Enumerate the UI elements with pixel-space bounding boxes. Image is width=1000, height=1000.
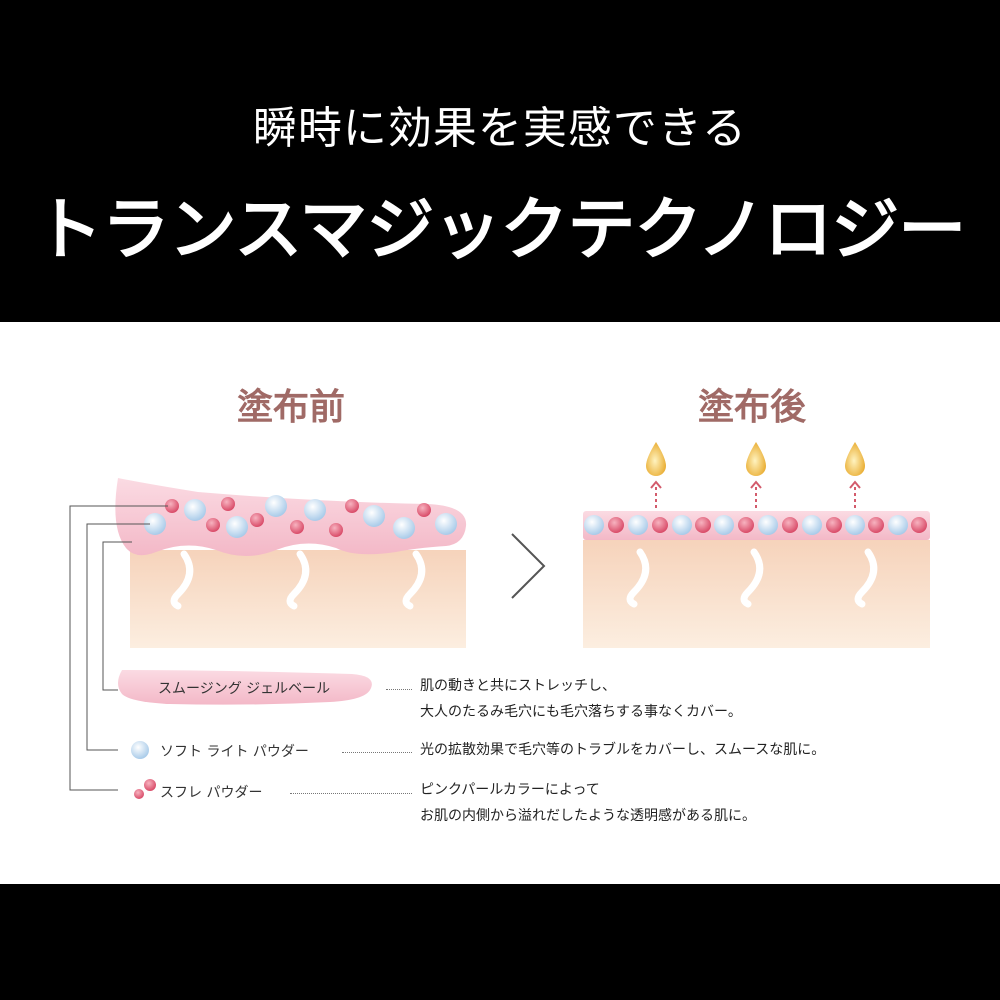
legend-name-gel-veil: スムージング ジェルベール xyxy=(158,681,331,697)
title: トランスマジックテクノロジー xyxy=(34,191,967,270)
legend-desc-souffle-2: お肌の内側から溢れだしたような透明感がある肌に。 xyxy=(420,808,756,824)
dotted-up-arrow-icon xyxy=(650,480,861,508)
arrow-right-icon xyxy=(511,533,546,599)
after-label: 塗布後 xyxy=(698,387,807,428)
before-label: 塗布前 xyxy=(237,387,346,428)
before-skin xyxy=(130,550,466,648)
after-skin xyxy=(583,540,930,648)
legend-desc-soft-light-1: 光の拡散効果で毛穴等のトラブルをカバーし、スムースな肌に。 xyxy=(420,742,826,758)
footer-band xyxy=(0,884,1000,1000)
legend-dots xyxy=(386,689,412,690)
comparison-diagram xyxy=(69,442,930,799)
legend-desc-gel-veil-1: 肌の動きと共にストレッチし、 xyxy=(420,678,616,694)
legend-dots xyxy=(290,793,412,794)
legend-dots xyxy=(342,752,412,753)
after-gel-layer xyxy=(583,511,930,540)
after-particles xyxy=(584,515,927,535)
souffle-powder-swatch-b xyxy=(144,779,156,791)
header-band: 瞬時に効果を実感できる トランスマジックテクノロジー xyxy=(0,0,1000,322)
illustration-panel: 塗布前 塗布後 xyxy=(0,322,1000,884)
leader-lines xyxy=(69,505,168,791)
legend-name-soft-light: ソフト ライト パウダー xyxy=(160,744,309,760)
legend-name-souffle: スフレ パウダー xyxy=(160,785,263,801)
oil-drop-icon xyxy=(646,442,865,476)
before-gel-veil xyxy=(115,478,467,556)
soft-light-powder-swatch xyxy=(131,741,149,759)
gel-veil-swatch xyxy=(118,670,372,705)
legend-desc-gel-veil-2: 大人のたるみ毛穴にも毛穴落ちする事なくカバー。 xyxy=(420,704,742,720)
before-particles xyxy=(144,495,457,539)
subtitle: 瞬時に効果を実感できる xyxy=(252,103,748,154)
souffle-powder-swatch-a xyxy=(134,789,144,799)
legend-desc-souffle-1: ピンクパールカラーによって xyxy=(420,782,600,798)
